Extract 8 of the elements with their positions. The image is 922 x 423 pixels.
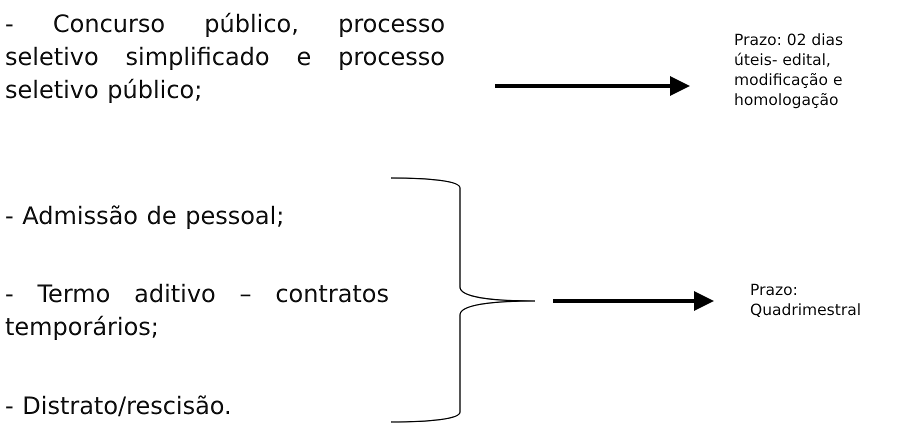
list-item-text: - Distrato/rescisão.	[5, 390, 385, 423]
deadline-text: Prazo: Quadrimestral	[710, 280, 870, 324]
arrow	[553, 291, 714, 311]
arrow	[495, 76, 690, 96]
list-item-text: - Termo aditivo – contratos temporários;	[5, 278, 389, 348]
deadline-text: Prazo: 02 dias úteis- edital, modificação e homologação	[686, 30, 846, 114]
list-item-text: - Admissão de pessoal;	[5, 200, 385, 236]
list-item-text: - Concurso público, processo seletivo simplificado e processo seletivo público;	[5, 8, 495, 144]
